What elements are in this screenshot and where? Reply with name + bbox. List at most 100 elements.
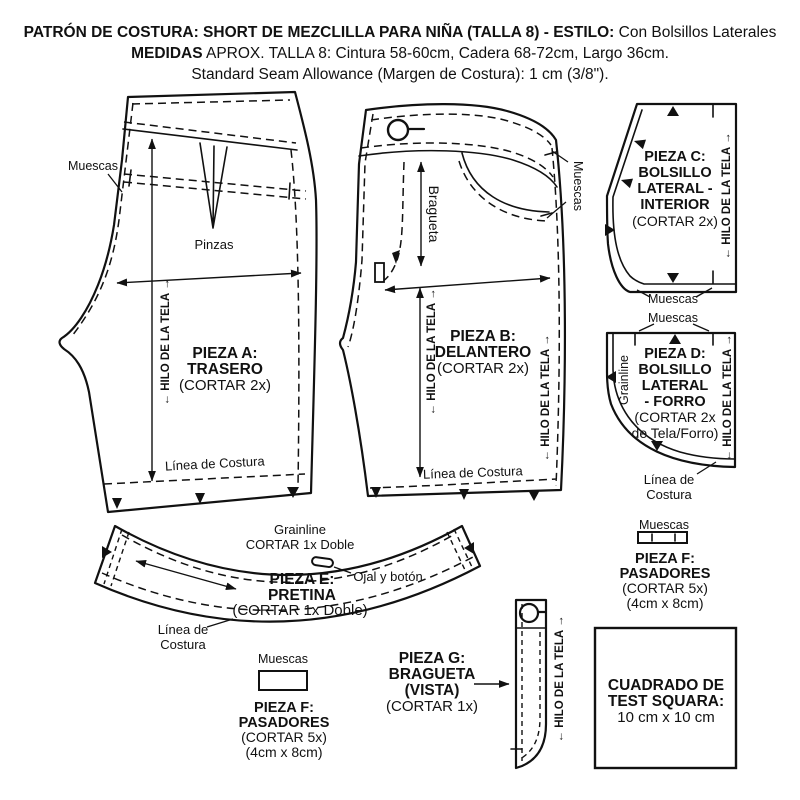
piece-f2-muescas-label: Muescas (639, 518, 689, 532)
piece-b-title: PIEZA B: (450, 328, 516, 345)
piece-a-subtitle: TRASERO (187, 361, 263, 378)
piece-d-line2: LATERAL (642, 378, 709, 394)
piece-g-cut-label: (CORTAR 1x) (386, 698, 478, 715)
piece-b-waistband-line (358, 149, 558, 188)
piece-g-outline (514, 598, 548, 770)
piece-b-width-arrow (384, 274, 551, 294)
piece-c-pocket-interior: PIEZA C: BOLSILLO LATERAL - INTERIOR (CO… (605, 102, 738, 306)
test-square-line2: TEST SQUARA: (608, 693, 724, 710)
piece-d-outline (605, 331, 737, 469)
piece-b-button-icon (386, 118, 410, 142)
piece-d-seam-lines (612, 332, 736, 460)
piece-e-seamline-label1: Línea de (158, 622, 209, 637)
piece-d-cut-label2: de Tela/Forro) (632, 425, 719, 441)
piece-a-width-arrow (116, 269, 302, 287)
piece-b-muescas-pointers (546, 150, 569, 219)
piece-c-line3: INTERIOR (640, 197, 710, 213)
piece-a-grainline-label: ← HILO DE LA TELA → (160, 279, 172, 406)
piece-d-line1: BOLSILLO (638, 362, 711, 378)
piece-d-grainline-label: Grainline (617, 355, 631, 405)
piece-c-line1: BOLSILLO (638, 165, 711, 181)
piece-c-edge-notch-2 (621, 178, 634, 189)
piece-a-stitch-lines (71, 99, 307, 488)
piece-d-hilo-label: ← HILO DE LA TELA → (722, 335, 734, 462)
piece-c-outline (605, 102, 738, 294)
piece-g-top-line (510, 627, 547, 750)
test-square: CUADRADO DE TEST SQUARA: 10 cm x 10 cm (593, 626, 738, 770)
piece-a-waistband-line (122, 128, 298, 151)
piece-c-title: PIEZA C: (644, 149, 706, 165)
piece-d-pocket-lining: Muescas PIEZA D: BOLSILLO LATERAL - FORR… (605, 311, 737, 502)
header-line-title: PATRÓN DE COSTURA: SHORT DE MEZCLILLA PA… (0, 22, 800, 43)
piece-f2-size-label: (4cm x 8cm) (627, 595, 704, 611)
piece-e-waistband: Grainline CORTAR 1x Doble PIEZA E: PRETI… (93, 522, 482, 652)
test-square-line1: CUADRADO DE (608, 677, 724, 694)
piece-f-beltloops-right: Muescas PIEZA F: PASADORES (CORTAR 5x) (… (620, 518, 711, 611)
piece-a-seamline-label: Línea de Costura (165, 453, 266, 473)
piece-b-stitch-lines (347, 113, 561, 489)
piece-a-muescas-label: Muescas (68, 159, 118, 173)
header-line-measures: MEDIDAS APROX. TALLA 8: Cintura 58-60cm,… (0, 43, 800, 64)
test-square-shape (593, 626, 738, 770)
header-line-seam-allowance: Standard Seam Allowance (Margen de Costu… (191, 66, 609, 83)
piece-c-seam-lines (612, 103, 737, 285)
piece-b-grainline-label-2: ← HILO DE LA TELA → (540, 335, 552, 462)
piece-b-subtitle: DELANTERO (435, 344, 531, 361)
piece-f1-subtitle: PASADORES (239, 715, 330, 731)
piece-e-grainline-label: Grainline (274, 522, 326, 537)
piece-d-line3: - FORRO (644, 394, 705, 410)
piece-a-hem-notches (112, 487, 299, 509)
piece-b-cut-label: (CORTAR 2x) (437, 360, 529, 377)
piece-b-outline (338, 103, 567, 498)
piece-f-beltloops-left: Muescas PIEZA F: PASADORES (CORTAR 5x) (… (239, 652, 330, 760)
piece-g-title: PIEZA G: (399, 650, 466, 667)
header-measures-rest: APROX. TALLA 8: Cintura 58-60cm, Cadera … (206, 45, 669, 62)
piece-e-subtitle: PRETINA (268, 587, 336, 604)
piece-c-muescas-pointers (636, 287, 713, 298)
piece-a-cut-label: (CORTAR 2x) (179, 377, 271, 394)
test-square-line3: 10 cm x 10 cm (617, 709, 715, 726)
piece-e-cut-top-label: CORTAR 1x Doble (246, 537, 355, 552)
piece-e-buttonhole-label: Ojal y botón (353, 569, 422, 584)
piece-e-seamline-label2: Costura (160, 637, 206, 652)
piece-d-seamline-label1: Línea de (644, 472, 695, 487)
piece-e-stitch-lines (101, 533, 474, 612)
piece-g-vista-label: (VISTA) (405, 682, 460, 699)
piece-c-cut-label: (CORTAR 2x) (632, 213, 718, 229)
piece-a-muescas-pointer (107, 173, 123, 193)
piece-e-end-fold-lines (103, 528, 473, 587)
piece-f2-shape (637, 531, 688, 544)
piece-d-muescas-pointers (638, 323, 710, 332)
header-measures-bold: MEDIDAS (131, 45, 203, 62)
pattern-header: PATRÓN DE COSTURA: SHORT DE MEZCLILLA PA… (0, 22, 800, 85)
header-title-style: Con Bolsillos Laterales (618, 24, 777, 41)
piece-f1-muescas-label: Muescas (258, 652, 308, 666)
piece-f2-cut-label: (CORTAR 5x) (622, 580, 708, 596)
piece-d-seamline-label2: Costura (646, 487, 692, 502)
piece-b-muescas-label: Muescas (571, 161, 585, 211)
piece-c-grainline-label: ← HILO DE LA TELA → (721, 133, 733, 260)
piece-g-subtitle: BRAGUETA (389, 666, 476, 683)
piece-d-cut-label1: (CORTAR 2x (634, 409, 715, 425)
header-title-bold: PATRÓN DE COSTURA: SHORT DE MEZCLILLA PA… (23, 24, 615, 41)
piece-c-line2: LATERAL - (637, 181, 712, 197)
piece-f2-title: PIEZA F: (635, 551, 695, 567)
piece-e-buttonhole-pointer (333, 566, 352, 574)
piece-b-grainline-label: ← HILO DE LA TELA → (426, 289, 438, 416)
piece-b-front: Bragueta Muescas PIEZA B: DELANTERO (COR… (338, 103, 585, 501)
piece-f2-notch-ticks (651, 533, 676, 542)
piece-a-dart-lines (128, 142, 291, 229)
piece-b-bartack (374, 262, 385, 283)
piece-d-title: PIEZA D: (644, 346, 706, 362)
piece-a-back: Muescas Pinzas PIEZA A: TRASERO (CORTAR … (58, 90, 318, 514)
piece-g-grainline-label: ← HILO DE LA TELA → (554, 616, 566, 743)
piece-f2-subtitle: PASADORES (620, 566, 711, 582)
piece-c-edge-notch (634, 139, 647, 150)
piece-e-buttonhole-icon (311, 556, 334, 568)
piece-g-fly-facing: PIEZA G: BRAGUETA (VISTA) (CORTAR 1x) ← … (386, 598, 566, 770)
piece-d-seamline-pointer (696, 461, 717, 475)
piece-f1-cut-label: (CORTAR 5x) (241, 729, 327, 745)
piece-e-seamline-pointer (206, 618, 234, 628)
